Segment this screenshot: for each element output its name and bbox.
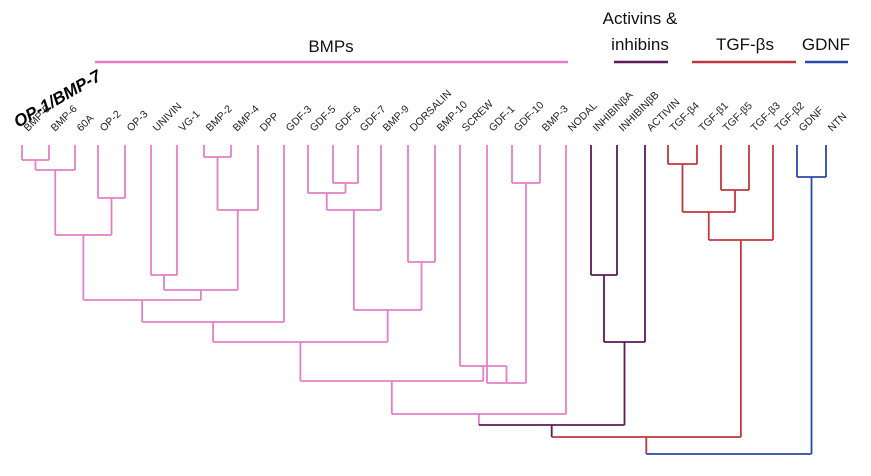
leaf-label: GDF-10 (512, 99, 547, 134)
leaf-label: NTN (826, 110, 850, 134)
group-label-tgfbs: TGF-βs (716, 35, 774, 54)
leaf-label: BMP-9 (381, 103, 412, 134)
leaf-label: OP-3 (125, 108, 151, 134)
leaf-label: GDF-6 (333, 103, 364, 134)
leaf-label: GDF-3 (284, 103, 315, 134)
leaf-label: GDF-5 (308, 103, 339, 134)
tree-branches (21, 145, 827, 455)
leaf-label: DPP (258, 110, 282, 134)
group-label-activins-line1: Activins & (603, 9, 678, 28)
group-label-activins-line2: inhibins (611, 35, 669, 54)
leaf-label: OP-2 (98, 108, 124, 134)
group-label-bmps: BMPs (308, 37, 353, 56)
leaf-label: BMP-4 (231, 103, 262, 134)
leaf-label: BMP-2 (204, 103, 235, 134)
group-label-gdnf: GDNF (802, 35, 850, 54)
group-labels: BMPs Activins & inhibins TGF-βs GDNF (308, 9, 850, 56)
leaf-label: 60A (75, 112, 97, 134)
